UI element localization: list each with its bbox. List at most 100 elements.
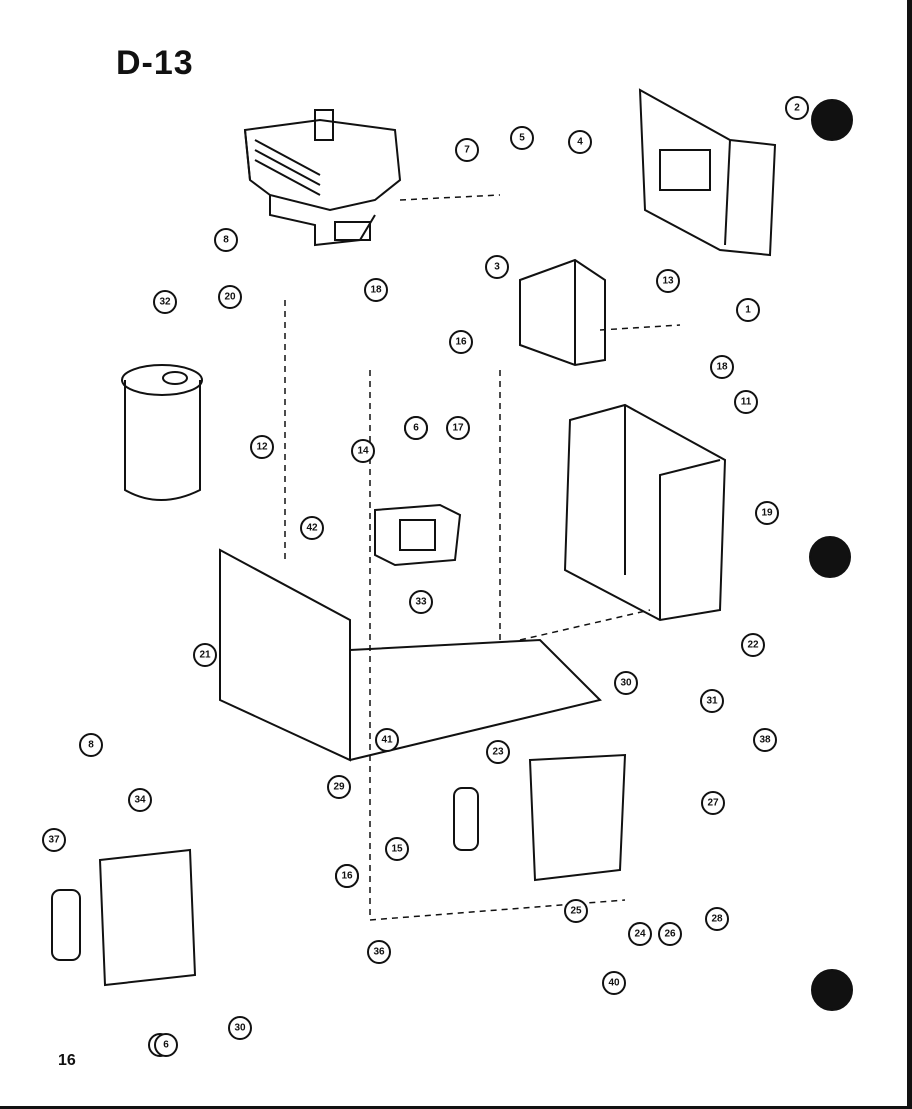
callout-layer: 1234578810111213141516171818192021222324…	[42, 96, 809, 1057]
callout-number: 8	[88, 740, 94, 751]
callout-3: 3	[485, 255, 509, 279]
callout-circle	[79, 733, 103, 757]
callout-37: 37	[42, 828, 66, 852]
callout-2: 2	[785, 96, 809, 120]
callout-number: 30	[620, 678, 632, 689]
callout-5: 5	[510, 126, 534, 150]
callout-number: 18	[370, 285, 382, 296]
callout-1: 1	[736, 298, 760, 322]
callout-circle	[741, 633, 765, 657]
bracket-part-1	[638, 88, 777, 257]
callout-38: 38	[753, 728, 777, 752]
callout-number: 29	[333, 782, 345, 793]
callout-circle	[755, 501, 779, 525]
callout-circle	[153, 290, 177, 314]
callout-circle	[214, 228, 238, 252]
callout-number: 18	[716, 362, 728, 373]
callout-number: 38	[759, 735, 771, 746]
callout-circle	[705, 907, 729, 931]
callout-number: 34	[134, 795, 146, 806]
callout-circle	[564, 899, 588, 923]
binder-hole	[809, 536, 851, 578]
callout-circle	[736, 298, 760, 322]
callout-number: 20	[224, 292, 236, 303]
callout-circle	[658, 922, 682, 946]
binder-hole	[811, 969, 853, 1011]
callout-circle	[486, 740, 510, 764]
callout-circle	[154, 1033, 178, 1057]
callout-circle	[446, 416, 470, 440]
transformer-part-13	[519, 258, 606, 367]
callout-number: 21	[199, 650, 211, 661]
callout-number: 31	[706, 696, 718, 707]
callout-number: 1	[745, 305, 751, 316]
callout-number: 14	[357, 446, 369, 457]
callout-circle	[753, 728, 777, 752]
callout-circle	[193, 643, 217, 667]
callout-11: 11	[734, 390, 758, 414]
callout-number: 32	[159, 297, 171, 308]
callout-30: 30	[228, 1016, 252, 1040]
fuse-part-40	[51, 889, 81, 961]
callout-36: 36	[367, 940, 391, 964]
callout-circle	[327, 775, 351, 799]
callout-number: 36	[373, 947, 385, 958]
callout-41: 41	[375, 728, 399, 752]
callout-27: 27	[701, 791, 725, 815]
transformer-part-11	[563, 403, 727, 622]
callout-circle	[455, 138, 479, 162]
page-number: 16	[58, 1052, 76, 1069]
callout-circle	[785, 96, 809, 120]
callout-number: 19	[761, 508, 773, 519]
callout-circle	[128, 788, 152, 812]
callout-circle	[42, 828, 66, 852]
callout-number: 40	[608, 978, 620, 989]
callout-16: 16	[335, 864, 359, 888]
callout-number: 8	[223, 235, 229, 246]
callout-42: 42	[300, 516, 324, 540]
callout-circle	[628, 922, 652, 946]
callout-circle	[218, 285, 242, 309]
callout-24: 24	[628, 922, 652, 946]
callout-6: 6	[154, 1033, 178, 1057]
callout-18: 18	[364, 278, 388, 302]
board-part-31	[528, 753, 627, 882]
callout-circle	[701, 791, 725, 815]
callout-circle	[614, 671, 638, 695]
callout-19: 19	[755, 501, 779, 525]
callout-4: 4	[568, 130, 592, 154]
callout-circle	[351, 439, 375, 463]
callout-number: 16	[455, 337, 467, 348]
callout-number: 6	[413, 423, 419, 434]
callout-25: 25	[564, 899, 588, 923]
callout-30: 30	[614, 671, 638, 695]
callout-number: 33	[415, 597, 427, 608]
callout-number: 28	[711, 914, 723, 925]
callout-40: 40	[602, 971, 626, 995]
callout-circle	[485, 255, 509, 279]
callout-circle	[568, 130, 592, 154]
callout-14: 14	[351, 439, 375, 463]
callout-number: 7	[464, 145, 470, 156]
callout-13: 13	[656, 269, 680, 293]
callout-number: 24	[634, 929, 646, 940]
callout-22: 22	[741, 633, 765, 657]
fuse-part-15	[453, 787, 479, 851]
callout-circle	[250, 435, 274, 459]
callout-circle	[734, 390, 758, 414]
callout-circle	[602, 971, 626, 995]
callout-number: 22	[747, 640, 759, 651]
callout-number: 23	[492, 747, 504, 758]
callout-number: 37	[48, 835, 60, 846]
callout-number: 26	[664, 929, 676, 940]
board-part-35	[98, 848, 197, 987]
callout-number: 6	[163, 1040, 169, 1051]
callout-number: 41	[381, 735, 393, 746]
callout-circle	[656, 269, 680, 293]
callout-number: 2	[794, 103, 800, 114]
callout-circle	[300, 516, 324, 540]
callout-circle	[364, 278, 388, 302]
relay-part-14	[374, 503, 462, 567]
callout-18: 18	[710, 355, 734, 379]
